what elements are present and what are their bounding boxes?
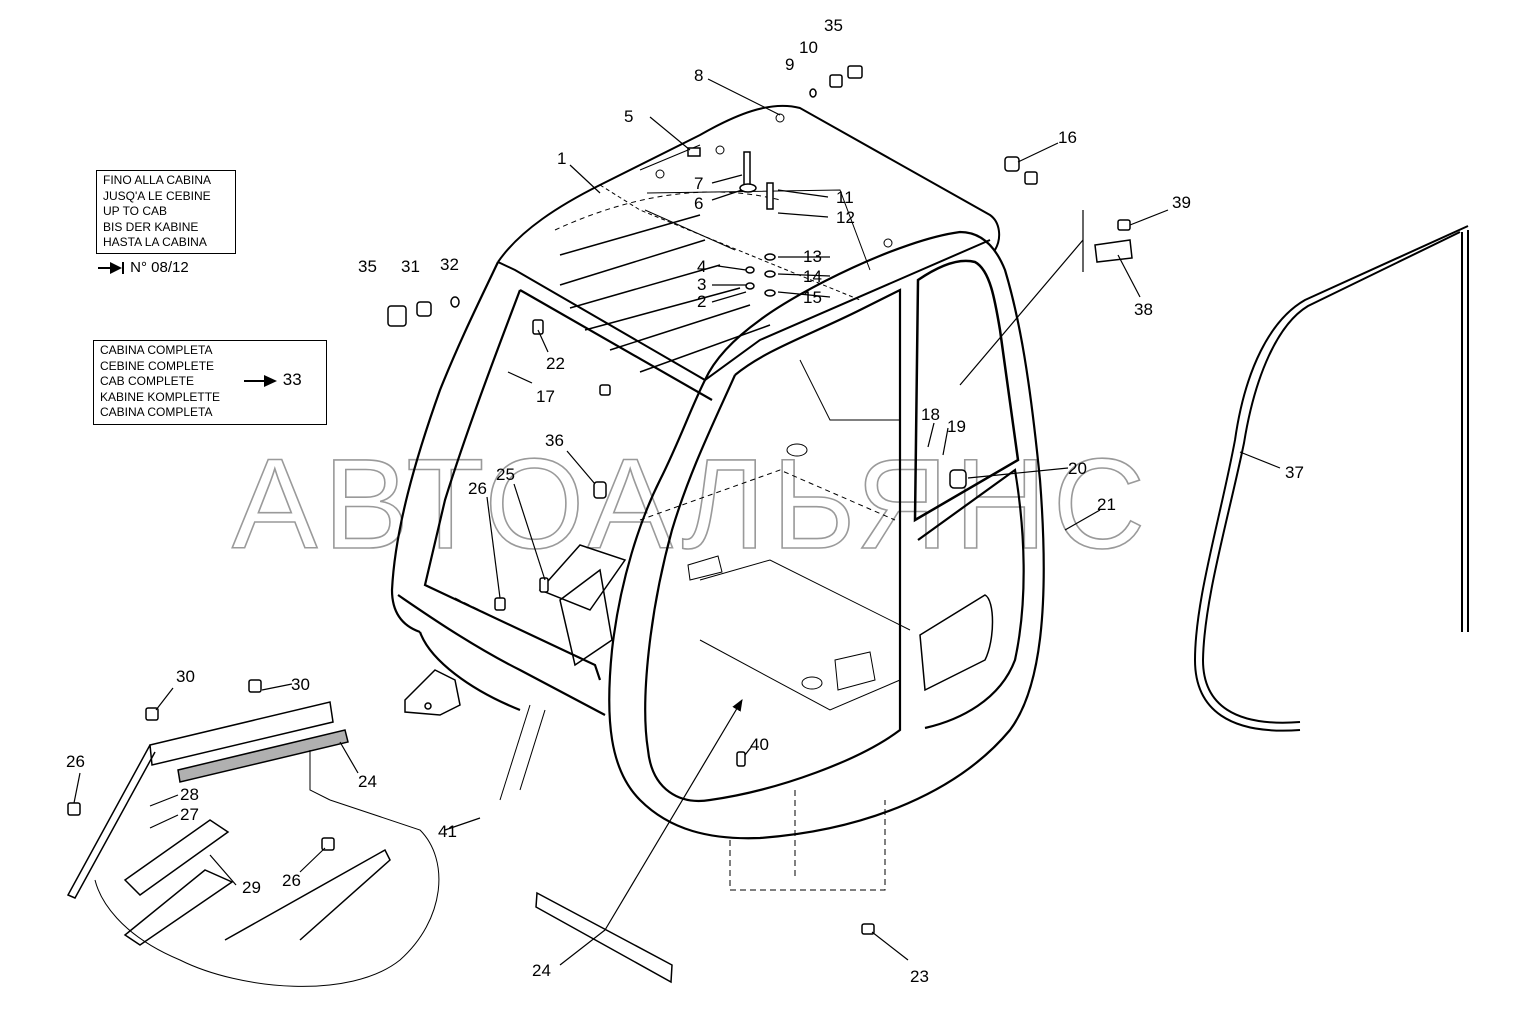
roof-slats xyxy=(559,214,771,373)
arrow-right-icon xyxy=(244,374,277,387)
callout-8: 8 xyxy=(694,66,703,85)
callout-3: 3 xyxy=(697,275,706,294)
callout-41: 41 xyxy=(438,822,457,841)
legend-line: FINO ALLA CABINA xyxy=(103,173,212,187)
callout-25: 25 xyxy=(496,465,515,484)
callout-40: 40 xyxy=(750,735,769,754)
hardware-parts xyxy=(67,65,1133,935)
callout-20: 20 xyxy=(1068,459,1087,478)
callout-19: 19 xyxy=(947,417,966,436)
callout-28: 28 xyxy=(180,785,199,804)
callout-14: 14 xyxy=(803,267,822,286)
trim-strip-24 xyxy=(535,891,673,984)
legend-line: JUSQ'A LE CEBINE xyxy=(103,188,211,203)
callout-29: 29 xyxy=(242,878,261,897)
legend-line: CABINA COMPLETA xyxy=(100,343,213,357)
reference-cab-complete: 33 xyxy=(244,370,302,390)
callout-labels: 35 10 9 8 16 5 1 7 6 11 12 39 13 4 14 3 … xyxy=(66,16,1304,986)
callout-17: 17 xyxy=(536,387,555,406)
callout-2: 2 xyxy=(697,292,706,311)
arrow-bar-icon xyxy=(98,262,124,275)
callout-9: 9 xyxy=(785,55,794,74)
cab-body xyxy=(390,230,1045,840)
reference-serial-text: N° 08/12 xyxy=(130,259,189,276)
callout-27: 27 xyxy=(180,805,199,824)
legend-up-to-cab: FINO ALLA CABINA JUSQ'A LE CEBINE UP TO … xyxy=(96,170,236,254)
legend-line: CABINA COMPLETA xyxy=(100,405,213,419)
callout-11: 11 xyxy=(836,188,854,207)
callout-10: 10 xyxy=(799,38,818,57)
callout-24: 24 xyxy=(358,772,377,791)
legend-cab-complete: CABINA COMPLETA CEBINE COMPLETE CAB COMP… xyxy=(93,340,327,425)
legend-line: CEBINE COMPLETE xyxy=(100,358,215,373)
callout-7: 7 xyxy=(694,174,703,193)
legend-line: CAB COMPLETE xyxy=(100,374,195,388)
callout-1: 1 xyxy=(557,149,566,168)
callout-39: 39 xyxy=(1172,193,1191,212)
callout-13: 13 xyxy=(803,247,822,266)
callout-38: 38 xyxy=(1134,300,1153,319)
legend-line: KABINE KOMPLETTE xyxy=(100,389,221,404)
cab-mount xyxy=(404,669,886,891)
callout-32: 32 xyxy=(440,255,459,274)
leader-lines xyxy=(73,78,1281,966)
reference-serial: N° 08/12 xyxy=(98,259,189,276)
callout-5: 5 xyxy=(624,107,633,126)
cab-roof xyxy=(497,104,1001,382)
callout-37: 37 xyxy=(1285,463,1304,482)
callout-35: 35 xyxy=(358,257,377,276)
door-seal xyxy=(1193,225,1469,732)
callout-16: 16 xyxy=(1058,128,1077,147)
callout-24: 24 xyxy=(532,961,551,980)
callout-30: 30 xyxy=(176,667,195,686)
callout-23: 23 xyxy=(910,967,929,986)
legend-line: HASTA LA CABINA xyxy=(103,235,207,249)
callout-12: 12 xyxy=(836,208,855,227)
callout-18: 18 xyxy=(921,405,940,424)
cab-interior xyxy=(454,359,911,711)
callout-26: 26 xyxy=(282,871,301,890)
watermark-text: АВТОАЛЬЯНС xyxy=(232,433,1151,576)
callout-26: 26 xyxy=(468,479,487,498)
callout-22: 22 xyxy=(546,354,565,373)
callout-35: 35 xyxy=(824,16,843,35)
legend-line: BIS DER KABINE xyxy=(103,219,199,234)
callout-15: 15 xyxy=(803,288,822,307)
reference-cab-complete-text: 33 xyxy=(282,370,302,389)
callout-31: 31 xyxy=(401,257,420,276)
callout-21: 21 xyxy=(1097,495,1116,514)
callout-6: 6 xyxy=(694,194,703,213)
trim-panels xyxy=(66,701,440,987)
callout-26: 26 xyxy=(66,752,85,771)
legend-line: UP TO CAB xyxy=(103,204,168,218)
callout-36: 36 xyxy=(545,431,564,450)
callout-30: 30 xyxy=(291,675,310,694)
callout-4: 4 xyxy=(697,257,706,276)
